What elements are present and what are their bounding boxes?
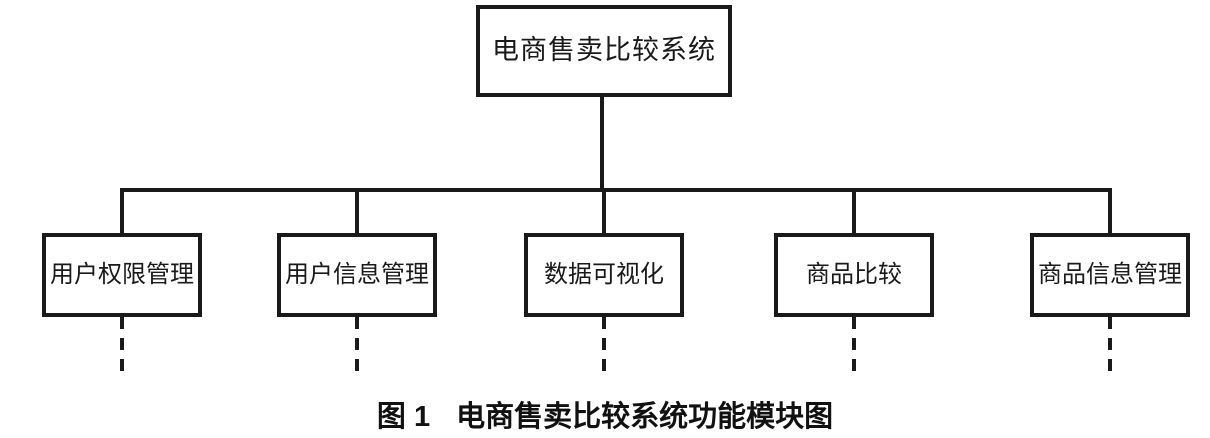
module-label-data-visualization: 数据可视化 bbox=[544, 261, 664, 288]
connector-drop-product-info bbox=[1108, 188, 1112, 233]
connector-root-stem bbox=[600, 97, 604, 192]
dashed-stub-product-info bbox=[1108, 317, 1112, 372]
dashed-stub-data-visualization bbox=[602, 317, 606, 372]
module-label-user-info-management: 用户信息管理 bbox=[285, 261, 429, 288]
figure-caption: 图 1 电商售卖比较系统功能模块图 bbox=[0, 393, 1210, 435]
module-label-root: 电商售卖比较系统 bbox=[492, 35, 716, 66]
connector-drop-user-info bbox=[355, 188, 359, 233]
module-box-product-comparison: 商品比较 bbox=[774, 233, 934, 317]
dashed-stub-product-comparison bbox=[852, 317, 856, 372]
module-box-product-info-management: 商品信息管理 bbox=[1030, 233, 1190, 317]
module-box-data-visualization: 数据可视化 bbox=[524, 233, 684, 317]
dashed-stub-user-permission bbox=[120, 317, 124, 372]
module-label-product-info-management: 商品信息管理 bbox=[1038, 261, 1182, 288]
module-box-user-permission-management: 用户权限管理 bbox=[42, 233, 202, 317]
dashed-stub-user-info bbox=[355, 317, 359, 372]
connector-horizontal-bus bbox=[120, 188, 1112, 192]
connector-drop-product-comparison bbox=[852, 188, 856, 233]
module-box-root: 电商售卖比较系统 bbox=[476, 5, 732, 97]
module-label-user-permission-management: 用户权限管理 bbox=[50, 261, 194, 288]
connector-drop-data-visualization bbox=[602, 188, 606, 233]
module-box-user-info-management: 用户信息管理 bbox=[277, 233, 437, 317]
figure-caption-number: 图 1 bbox=[376, 401, 431, 433]
figure-caption-title: 电商售卖比较系统功能模块图 bbox=[456, 401, 834, 433]
module-label-product-comparison: 商品比较 bbox=[806, 261, 902, 288]
connector-drop-user-permission bbox=[120, 188, 124, 233]
